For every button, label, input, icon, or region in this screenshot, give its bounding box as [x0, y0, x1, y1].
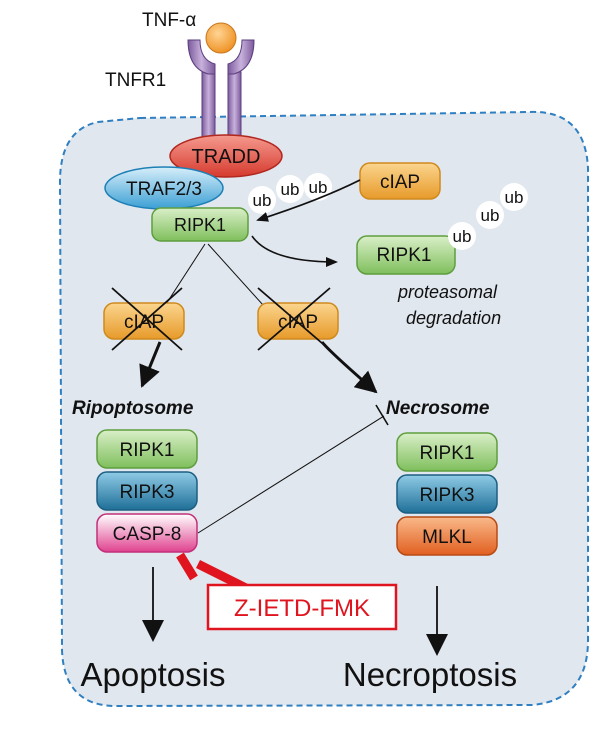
ub-chain-complex: ub ub ub — [248, 173, 332, 214]
ripk1-degraded-node — [356, 235, 456, 275]
casp8-node — [96, 513, 198, 553]
ripoptosome-ripk3-label: RIPK3 — [120, 482, 175, 503]
necrosome-ripk3-node — [396, 474, 498, 514]
tnfr1-receptor — [187, 39, 255, 155]
ub-label: ub — [505, 188, 524, 207]
tradd-node — [169, 134, 283, 178]
mlkl-node — [396, 516, 498, 556]
tnf-alpha-ligand — [205, 22, 237, 54]
tradd-label: TRADD — [192, 146, 261, 168]
necrosome-ripk1-node — [396, 432, 498, 472]
ub-label: ub — [309, 178, 328, 197]
necrosome-ripk3-label: RIPK3 — [420, 485, 475, 506]
ciap-inhibited-right-node — [257, 302, 339, 340]
ripk1-complex-node — [151, 207, 249, 242]
ub-label: ub — [453, 227, 472, 246]
ciap-ubiquitination-arrow — [256, 179, 361, 222]
casp8-inhibition-line — [197, 415, 385, 534]
cell-boundary — [58, 110, 589, 708]
ripoptosome-title: Ripoptosome — [72, 398, 194, 419]
tnf-alpha-label: TNF-α — [142, 10, 196, 31]
ripoptosome-ripk1-label: RIPK1 — [120, 440, 175, 461]
cross-out-icon — [111, 287, 183, 351]
ub-label: ub — [253, 191, 272, 210]
traf-label: TRAF2/3 — [126, 179, 202, 200]
degradation-caption-line1: proteasomal — [397, 282, 498, 302]
ripoptosome-ripk1-node — [96, 429, 198, 469]
inhibitor-bar — [176, 552, 198, 581]
degradation-arrow — [251, 235, 338, 267]
ub-chain-degraded: ub ub ub — [448, 183, 528, 250]
ub-label: ub — [481, 206, 500, 225]
ripoptosome-ripk3-node — [96, 471, 198, 511]
apoptosis-label: Apoptosis — [81, 656, 226, 693]
ub-label: ub — [281, 180, 300, 199]
z-ietd-fmk-box — [206, 583, 398, 631]
arrow-to-ripoptosome — [139, 341, 162, 388]
necroptosis-label: Necroptosis — [343, 656, 517, 693]
ripk1-complex-label: RIPK1 — [174, 215, 226, 235]
inhibition-bar — [375, 404, 389, 426]
casp8-label: CASP-8 — [113, 524, 182, 545]
mlkl-label: MLKL — [422, 527, 472, 548]
tnfr1-label: TNFR1 — [105, 70, 166, 91]
necrosome-title: Necrosome — [386, 398, 490, 419]
ciap-label: cIAP — [380, 172, 420, 193]
ripk1-degraded-label: RIPK1 — [377, 245, 432, 266]
arrow-to-necrosome — [320, 341, 378, 394]
necrosome-ripk1-label: RIPK1 — [420, 443, 475, 464]
z-ietd-fmk-label: Z-IETD-FMK — [234, 595, 370, 622]
degradation-caption-line2: degradation — [406, 308, 501, 328]
